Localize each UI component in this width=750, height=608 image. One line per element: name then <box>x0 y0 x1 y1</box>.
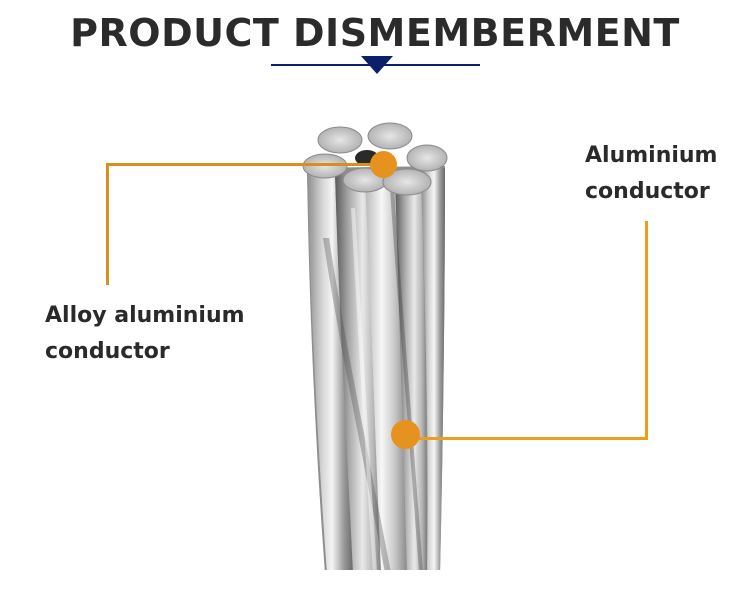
page-title: PRODUCT DISMEMBERMENT <box>70 11 680 55</box>
callout-line-alloy-vertical <box>106 163 109 285</box>
cable-illustration <box>295 122 460 578</box>
callout-line-alloy-horizontal <box>106 163 383 166</box>
callout-line-aluminium-vertical <box>645 221 648 440</box>
callout-dot-alloy <box>370 151 397 178</box>
label-aluminium-line1: Aluminium <box>585 143 718 168</box>
label-aluminium-conductor: Aluminium conductor <box>585 138 717 210</box>
callout-dot-aluminium <box>391 420 420 449</box>
callout-line-aluminium-horizontal <box>405 437 648 440</box>
label-alloy-line2: conductor <box>45 339 170 364</box>
down-triangle-icon <box>361 56 393 74</box>
label-alloy-aluminium-conductor: Alloy aluminium conductor <box>45 298 245 370</box>
label-alloy-line1: Alloy aluminium <box>45 303 245 328</box>
label-aluminium-line2: conductor <box>585 179 710 204</box>
